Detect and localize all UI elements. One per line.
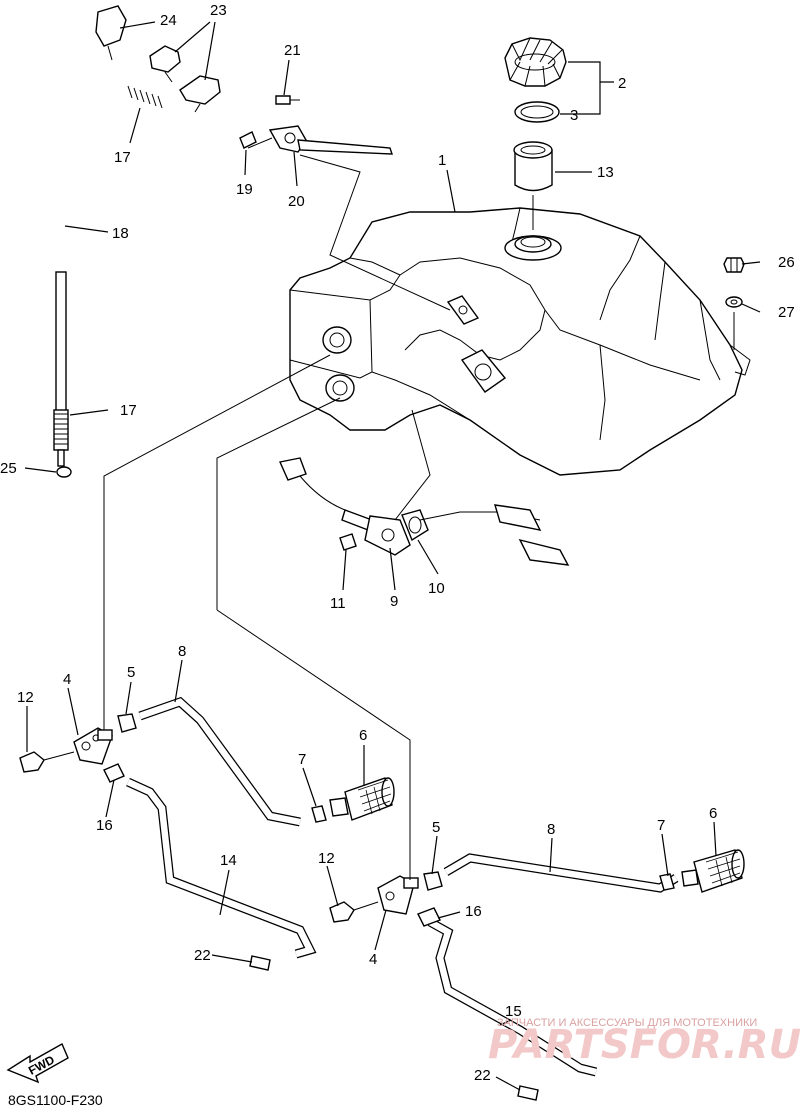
- callout-17-top: 17: [114, 149, 131, 166]
- callout-10: 10: [428, 580, 445, 597]
- callout-5-left: 5: [127, 664, 135, 681]
- callout-2: 2: [618, 75, 626, 92]
- hose-15-right: [417, 907, 598, 1101]
- callout-11: 11: [330, 595, 346, 612]
- fuel-filter-right: [659, 849, 745, 893]
- callout-18: 18: [112, 225, 129, 242]
- callout-labels: 1 2 3 13 26 27 24 23 21 17 19 20 18 17 2…: [0, 2, 795, 1084]
- fuel-cock-left: [19, 713, 137, 773]
- callout-26: 26: [778, 254, 795, 271]
- hose-8-right: [443, 853, 679, 893]
- callout-7-right: 7: [657, 817, 665, 834]
- sensor-23: [149, 45, 221, 113]
- callout-12-right: 12: [318, 850, 335, 867]
- callout-3: 3: [570, 107, 578, 124]
- callout-27: 27: [778, 304, 795, 321]
- callout-22-right: 22: [474, 1067, 491, 1084]
- callout-20: 20: [288, 193, 305, 210]
- fuel-sender-unit: [279, 457, 570, 566]
- bolt-26: [723, 257, 745, 273]
- callout-22-left: 22: [194, 947, 211, 964]
- callout-1: 1: [438, 152, 446, 169]
- callout-6-left: 6: [359, 727, 367, 744]
- callout-12-left: 12: [17, 689, 34, 706]
- diagram-code: 8GS1100-F230: [8, 1092, 103, 1108]
- fuel-tank: [289, 207, 751, 476]
- callout-4-right: 4: [369, 951, 377, 968]
- washer-27: [725, 296, 743, 308]
- callout-9: 9: [390, 593, 398, 610]
- hose-8-left: [138, 696, 301, 827]
- callout-7-left: 7: [298, 751, 306, 768]
- callout-19: 19: [236, 181, 253, 198]
- callout-23: 23: [210, 2, 227, 19]
- callout-14: 14: [220, 852, 237, 869]
- watermark: ЗАПЧАСТИ И АКСЕССУАРЫ ДЛЯ МОТОТЕХНИКИ PA…: [488, 1017, 800, 1068]
- fuel-strainer: [513, 141, 553, 230]
- callout-17-lower: 17: [120, 402, 137, 419]
- callout-15: 15: [505, 1003, 522, 1020]
- callout-16-left: 16: [96, 817, 113, 834]
- callout-24: 24: [160, 12, 177, 29]
- callout-25: 25: [0, 460, 17, 477]
- callout-8-right: 8: [547, 821, 555, 838]
- callout-21: 21: [284, 42, 301, 59]
- callout-13: 13: [597, 164, 614, 181]
- callout-4-left: 4: [63, 671, 71, 688]
- fuel-cock-right: [329, 871, 443, 923]
- leader-lines: [24, 21, 761, 1091]
- hose-14-left: [103, 763, 317, 971]
- breather-hose-assembly: [53, 64, 393, 478]
- cap-gasket: [514, 101, 560, 123]
- fuel-filter-left: [311, 777, 395, 823]
- watermark-brand: PARTSFOR.RU: [488, 1022, 800, 1068]
- connector-24: [95, 5, 127, 61]
- callout-5-right: 5: [432, 819, 440, 836]
- assembly-lines: [103, 137, 451, 880]
- watermark-tagline: ЗАПЧАСТИ И АКСЕССУАРЫ ДЛЯ МОТОТЕХНИКИ: [497, 1017, 757, 1029]
- callout-8-left: 8: [178, 643, 186, 660]
- fwd-arrow: FWD: [6, 1043, 69, 1084]
- callout-16-right: 16: [465, 903, 482, 920]
- callout-6-right: 6: [709, 805, 717, 822]
- fuel-cap: [504, 37, 567, 87]
